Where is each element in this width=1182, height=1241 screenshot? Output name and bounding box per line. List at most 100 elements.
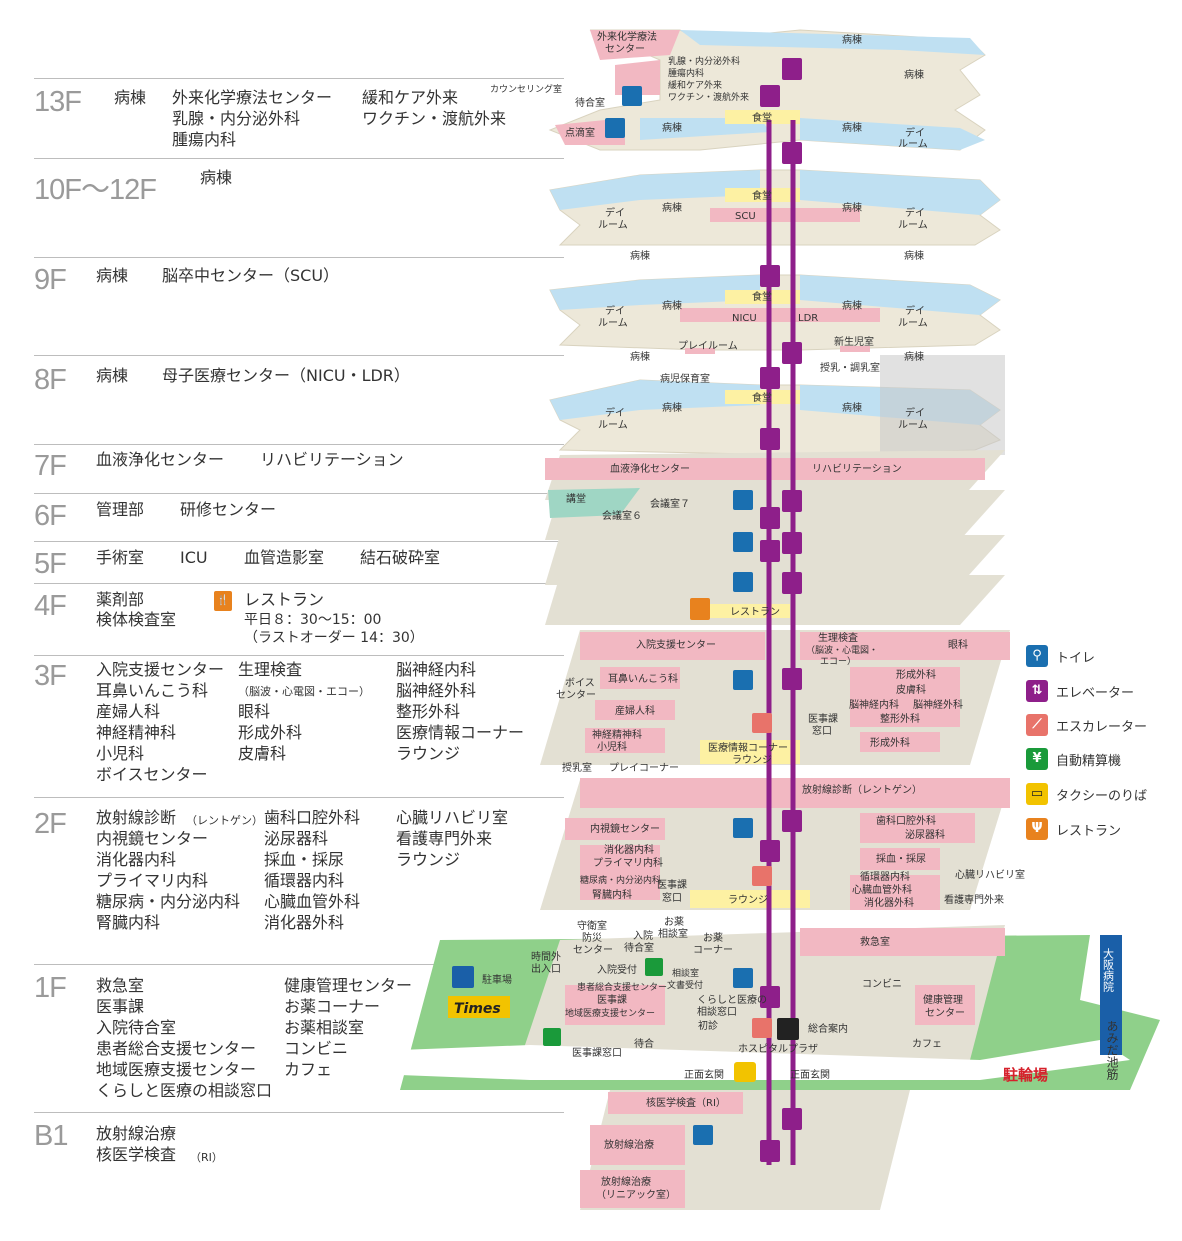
map-label: 健康管理: [923, 993, 963, 1006]
map-label: 授乳・調乳室: [820, 361, 880, 374]
floor-row-5f: 5F 手術室 ICU 血管造影室 結石破砕室: [34, 546, 558, 582]
map-label: 相談室: [672, 967, 699, 979]
map-label: 大阪病院: [1102, 947, 1115, 992]
elevator-icon: [760, 367, 780, 389]
map-label: 腎臓内科: [592, 888, 632, 901]
map-label: 産婦人科: [615, 704, 655, 717]
map-label: カフェ: [912, 1038, 942, 1050]
map-label: 時間外: [531, 951, 561, 963]
map-label: コンビニ: [862, 978, 902, 990]
map-label: 神経精神科: [592, 728, 642, 741]
dept: 循環器内科: [264, 871, 345, 890]
map-label: 生理検査: [818, 631, 858, 644]
map-label: センター: [573, 944, 613, 956]
map-label: 窓口: [662, 891, 682, 904]
legend-item-escalator: ⟋ エスカレーター: [1026, 714, 1182, 738]
map-label: デイ: [905, 206, 925, 219]
dept: 放射線診断: [96, 808, 177, 827]
map-label: ルーム: [898, 219, 928, 231]
toilet-icon: [733, 670, 753, 690]
floor-label: 7F: [34, 450, 67, 482]
map-label: プレイコーナー: [609, 762, 679, 774]
map-label: 総合案内: [808, 1022, 848, 1035]
dept: （RI）: [190, 1151, 223, 1164]
dept: プライマリ内科: [96, 871, 209, 890]
map-label: （脳波・心電図・: [806, 644, 878, 656]
dept: 看護専門外来: [396, 829, 493, 848]
map-label: 循環器内科: [860, 870, 910, 883]
information-icon: [777, 1018, 799, 1040]
legend-label: タクシーのりば: [1056, 789, 1148, 804]
floor-b1: [580, 1090, 910, 1210]
dept: 平日８：30～15：00: [244, 612, 382, 628]
elevator-icon: [760, 840, 780, 862]
legend-label: エレベーター: [1056, 686, 1135, 701]
floor-divider: [34, 583, 564, 584]
map-label: 授乳室: [562, 761, 592, 774]
dept: 入院支援センター: [96, 660, 225, 679]
dept: 採血・採尿: [264, 850, 345, 869]
map-label: NICU: [732, 313, 757, 324]
dept: ワクチン・渡航外来: [362, 109, 507, 128]
floor-divider: [34, 355, 564, 356]
map-label: 内視鏡センター: [590, 822, 660, 835]
map-label: 血液浄化センター: [610, 462, 690, 475]
map-label: 病棟: [662, 201, 682, 214]
map-label: 守衛室: [577, 919, 607, 932]
map-label: 病棟: [842, 401, 862, 414]
elevator-icon: [782, 142, 802, 164]
map-label: 整形外科: [880, 712, 920, 725]
map-label: お薬: [664, 916, 684, 928]
map-label: 核医学検査（RI）: [646, 1096, 726, 1109]
map-label: SCU: [735, 211, 756, 222]
map-label: 会議室６: [602, 509, 642, 522]
dept: 心臓血管外科: [264, 892, 361, 911]
dept: 生理検査: [238, 660, 303, 679]
legend-item-payment: ¥ 自動精算機: [1026, 748, 1182, 772]
floor-row-b1: B1 放射線治療 核医学検査 （RI）: [34, 1118, 558, 1178]
dept: 乳腺・内分泌外科: [172, 109, 301, 128]
toilet-icon: [733, 572, 753, 592]
map-label: センター: [556, 689, 596, 701]
map-label: 看護専門外来: [944, 893, 1004, 906]
floor-3f: [540, 630, 1010, 765]
elevator-icon: [760, 265, 780, 287]
floor-7f: [545, 450, 1005, 500]
map-label: 病棟: [842, 121, 862, 134]
map-label: ラウンジ: [732, 754, 772, 766]
dept: 放射線治療: [96, 1124, 177, 1143]
map-label: 眼科: [948, 638, 968, 651]
restaurant-icon: [690, 598, 710, 620]
dept: 脳卒中センター（SCU）: [162, 266, 340, 285]
map-label: 入院: [633, 929, 653, 942]
dept: 核医学検査: [96, 1145, 177, 1164]
map-label: 耳鼻いんこう科: [608, 672, 678, 685]
floor-row-9f: 9F 病棟 脳卒中センター（SCU）: [34, 262, 558, 352]
dept: 消化器内科: [96, 850, 177, 869]
dept: 神経精神科: [96, 723, 177, 742]
toilet-icon: [733, 968, 753, 988]
floor-row-6f: 6F 管理部 研修センター: [34, 498, 558, 538]
map-label: お薬: [703, 932, 723, 944]
dept: 眼科: [238, 702, 271, 721]
map-label: センター: [925, 1007, 965, 1019]
map-label: ルーム: [898, 419, 928, 431]
map-label: ルーム: [598, 317, 628, 329]
map-label: 脳神経内科: [849, 698, 899, 711]
floor-divider: [34, 493, 564, 494]
map-label: 小児科: [597, 740, 627, 753]
map-label: リハビリテーション: [812, 463, 902, 475]
map-label: 食堂: [752, 290, 772, 303]
floor-divider: [34, 541, 564, 542]
elevator-icon: [782, 342, 802, 364]
map-label: レストラン: [730, 606, 780, 618]
map-label: 講堂: [566, 492, 586, 505]
escalator-icon: [752, 866, 772, 886]
floor-divider: [34, 78, 564, 79]
map-label: 放射線診断（レントゲン）: [802, 783, 922, 796]
toilet-icon: [733, 818, 753, 838]
map-label: 泌尿器科: [905, 828, 945, 841]
map-label: 形成外科: [896, 668, 936, 681]
floor-row-7f: 7F 血液浄化センター リハビリテーション: [34, 448, 558, 488]
